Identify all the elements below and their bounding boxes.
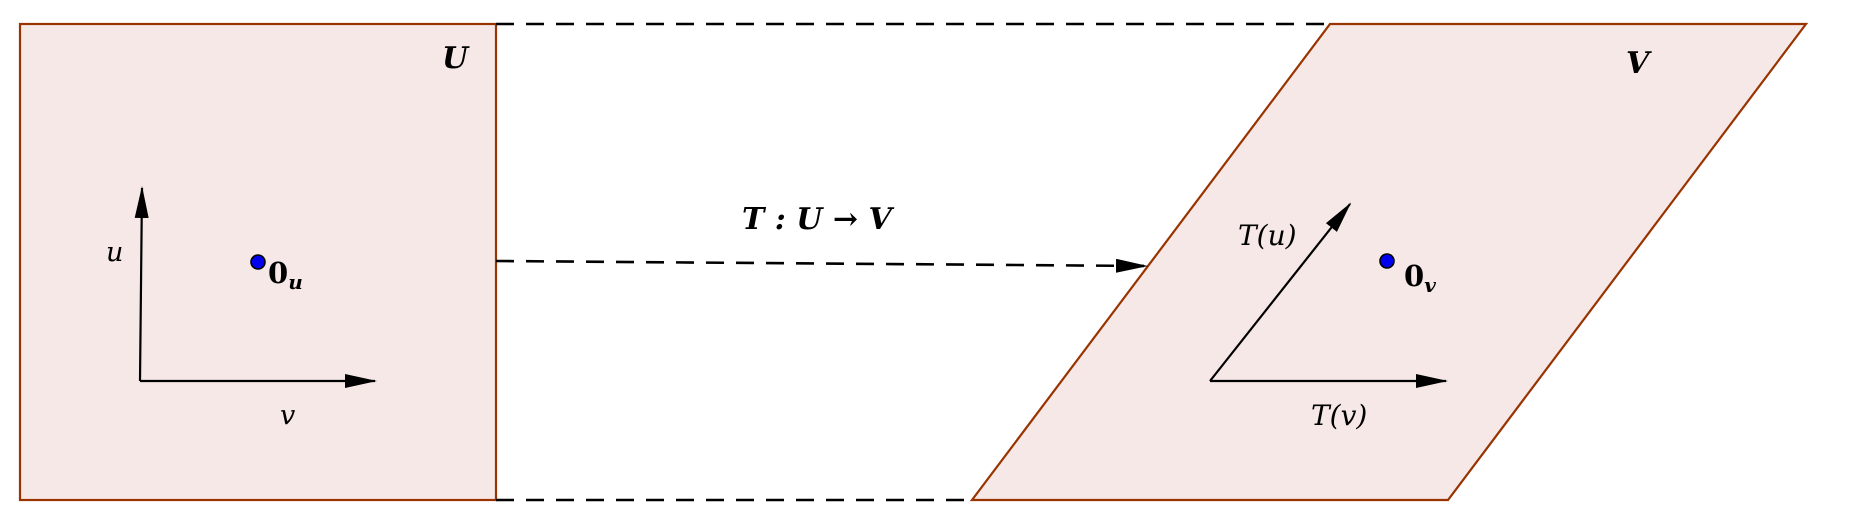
codomain-origin-dot bbox=[1379, 253, 1395, 269]
domain-origin-dot bbox=[250, 254, 266, 270]
domain-vector-u-arrow bbox=[134, 186, 149, 382]
map-label: T : U → V bbox=[742, 202, 894, 237]
domain-vector-v-label: v bbox=[280, 400, 295, 431]
mapping-dashed-arrow bbox=[495, 258, 1148, 273]
domain-origin-label: 0u bbox=[268, 256, 303, 294]
codomain-vector-tv-label: T(v) bbox=[1311, 399, 1367, 432]
codomain-origin-label: 0v bbox=[1404, 259, 1436, 297]
codomain-vector-tu-label: T(u) bbox=[1238, 219, 1297, 252]
domain-space-label: U bbox=[442, 41, 470, 76]
domain-vector-u-label: u bbox=[106, 237, 123, 268]
codomain-space-label: V bbox=[1626, 46, 1652, 81]
codomain-vector-tu-arrow bbox=[1209, 202, 1352, 382]
